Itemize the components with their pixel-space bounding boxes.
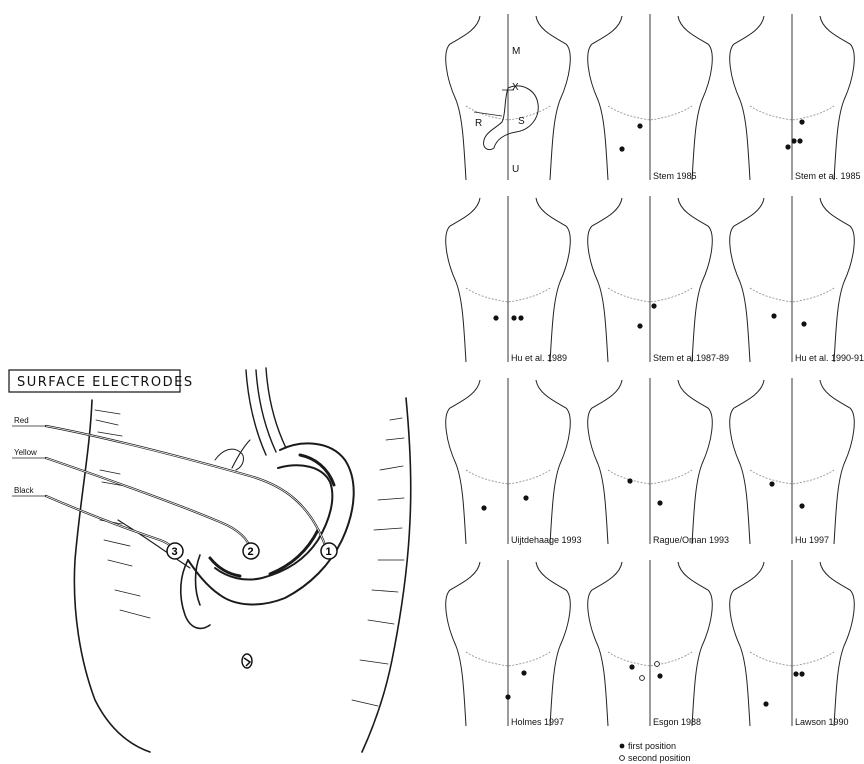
electrode-dot bbox=[518, 315, 523, 320]
electrode-dot bbox=[763, 701, 768, 706]
schematic-rib-line bbox=[474, 112, 502, 116]
torso-panel: Hu et al. 1990-91 bbox=[730, 196, 864, 363]
wire-label-black: Black bbox=[14, 486, 35, 495]
study-caption: Stem 1985 bbox=[653, 171, 697, 181]
electrode-dot bbox=[793, 671, 798, 676]
rib-hatching-right bbox=[352, 418, 404, 706]
electrode-dot bbox=[769, 481, 774, 486]
legend: first position second position bbox=[620, 741, 691, 763]
torso-panel: Stem et al.1987-89 bbox=[588, 196, 729, 363]
torso-panel: Esgon 1988 bbox=[588, 560, 713, 727]
torso-panel: Holmes 1997 bbox=[446, 560, 571, 727]
study-caption: Rague/Oman 1993 bbox=[653, 535, 729, 545]
legend-first-position-dot bbox=[620, 744, 625, 749]
electrode-dot bbox=[521, 670, 526, 675]
electrode-2: 2 bbox=[243, 543, 259, 559]
legend-first-position-label: first position bbox=[628, 741, 676, 751]
electrode-dot bbox=[523, 495, 528, 500]
wire-label-yellow: Yellow bbox=[14, 448, 37, 457]
study-caption: Hu 1997 bbox=[795, 535, 829, 545]
navel-shading bbox=[244, 658, 250, 666]
torso-panel: Hu et al. 1989 bbox=[446, 196, 571, 363]
electrode-dot bbox=[799, 671, 804, 676]
duodenum bbox=[181, 555, 210, 628]
electrode-3: 3 bbox=[167, 543, 183, 559]
electrode-dot bbox=[771, 313, 776, 318]
torso-panel: Rague/Oman 1993 bbox=[588, 378, 729, 545]
schematic-label-midline: M bbox=[512, 46, 520, 57]
stomach bbox=[188, 443, 354, 604]
electrode-dot bbox=[637, 123, 642, 128]
schematic-stomach bbox=[484, 86, 539, 150]
study-caption: Lawson 1990 bbox=[795, 717, 849, 727]
schematic-label-umbilicus: U bbox=[512, 164, 519, 175]
stomach-shading bbox=[210, 455, 334, 576]
study-caption: Stem et al. 1985 bbox=[795, 171, 861, 181]
legend-second-position-dot bbox=[620, 756, 625, 761]
electrode-dot-second-position bbox=[655, 662, 660, 667]
electrode-dot bbox=[791, 138, 796, 143]
electrode-dot bbox=[627, 478, 632, 483]
electrode-dot bbox=[619, 146, 624, 151]
electrode-dot bbox=[651, 303, 656, 308]
electrode-dot-second-position bbox=[640, 676, 645, 681]
legend-second-position-label: second position bbox=[628, 753, 691, 763]
electrode-dot bbox=[799, 503, 804, 508]
torso-panel: Lawson 1990 bbox=[730, 560, 855, 727]
wire-label-red: Red bbox=[14, 416, 29, 425]
electrode-dot bbox=[481, 505, 486, 510]
study-caption: Uijtdehaage 1993 bbox=[511, 535, 582, 545]
electrode-dot bbox=[511, 315, 516, 320]
electrode-1: 1 bbox=[321, 543, 337, 559]
electrode-1-number: 1 bbox=[326, 546, 332, 558]
schematic-label-xiphoid: X bbox=[512, 82, 519, 93]
study-caption: Hu et al. 1989 bbox=[511, 353, 567, 363]
electrode-dot bbox=[785, 144, 790, 149]
electrode-dot bbox=[637, 323, 642, 328]
rib-hatching-left bbox=[95, 410, 150, 618]
electrode-dot bbox=[799, 119, 804, 124]
surface-electrodes-illustration: SURFACE ELECTRODES Red Yellow Black bbox=[9, 368, 411, 752]
torso-panel: Stem 1985 bbox=[588, 14, 713, 181]
torso-panel: Uijtdehaage 1993 bbox=[446, 378, 582, 545]
study-caption: Holmes 1997 bbox=[511, 717, 564, 727]
study-caption: Hu et al. 1990-91 bbox=[795, 353, 864, 363]
torso-panel: Stem et al. 1985 bbox=[730, 14, 861, 181]
study-caption: Stem et al.1987-89 bbox=[653, 353, 729, 363]
placement-grid: M X R S U Stem 1985 Stem et al. 1985 Hu et al. … bbox=[446, 14, 864, 727]
torso-panel: M X R S U bbox=[446, 14, 571, 180]
electrode-dot bbox=[657, 673, 662, 678]
esophagus bbox=[246, 368, 286, 455]
wire-yellow-inner bbox=[46, 458, 250, 548]
electrode-2-number: 2 bbox=[248, 546, 254, 558]
study-caption: Esgon 1988 bbox=[653, 717, 701, 727]
schematic-label-right: R bbox=[475, 118, 482, 129]
wire-yellow bbox=[46, 458, 250, 548]
torso-panel: Hu 1997 bbox=[730, 378, 855, 545]
schematic-label-stomach: S bbox=[518, 116, 525, 127]
torso-outline bbox=[74, 398, 410, 752]
electrode-dot bbox=[629, 664, 634, 669]
surface-electrodes-title: SURFACE ELECTRODES bbox=[17, 375, 194, 390]
electrode-dot bbox=[505, 694, 510, 699]
electrode-dot bbox=[657, 500, 662, 505]
electrode-dot bbox=[801, 321, 806, 326]
electrode-3-number: 3 bbox=[172, 546, 178, 558]
electrode-dot bbox=[797, 138, 802, 143]
electrode-dot bbox=[493, 315, 498, 320]
